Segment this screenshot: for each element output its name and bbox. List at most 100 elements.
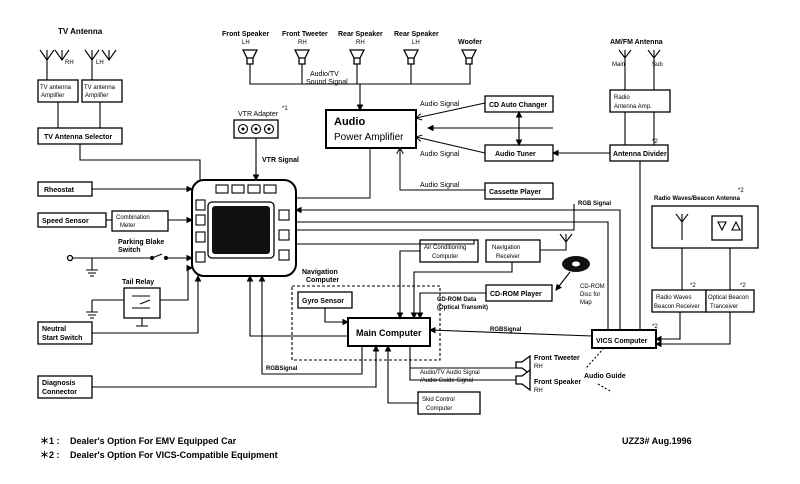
radio-antenna-amp (609, 89, 671, 113)
vtr-mark: *1 (282, 106, 288, 112)
tv-antenna-lh-label: LH (96, 60, 104, 66)
radio-receiver-mark: *2 (690, 283, 696, 289)
audio-signal-label-1: Audio Signal (420, 101, 460, 108)
footnote-2: Dealer's Option For VICS-Compatible Equi… (70, 450, 278, 460)
display-unit (191, 179, 297, 277)
cassette-label: Cassette Player (489, 189, 541, 196)
cd-rom-disc-line1: CD-ROM (580, 284, 605, 290)
front-speaker-side: LH (242, 40, 250, 46)
navigation-receiver (485, 239, 541, 263)
cd-rom-player-label: CD-ROM Player (490, 291, 542, 298)
front-speaker-2-label: Front Speaker (534, 379, 581, 386)
gyro-label: Gyro Sensor (302, 298, 344, 305)
cassette-player (484, 182, 554, 200)
footnote-1-mark: ＊1 : (40, 436, 60, 446)
sound-signal-line1: Audio/TV (310, 71, 339, 78)
combination-meter (111, 210, 169, 232)
diagnosis-line2: Connector (42, 389, 77, 396)
front-tweeter-2-side: RH (534, 364, 543, 370)
beacon-antenna-label: Radio Waves/Beacon Antenna (654, 196, 741, 202)
tv-amp-right-line2: Amplifier (85, 93, 108, 99)
radio-amp-line2: Antenna Amp. (614, 104, 652, 110)
cd-changer-label: CD Auto Changer (489, 102, 547, 109)
radio-receiver-line2: Beacon Receiver (654, 304, 700, 310)
front-speaker-label: Front Speaker (222, 31, 269, 38)
optical-mark: *2 (740, 283, 746, 289)
audio-power-amplifier (325, 109, 417, 149)
nav-computer-line1: Navigation (302, 269, 338, 276)
front-tweeter-label: Front Tweeter (282, 31, 328, 38)
front-tweeter-2-label: Front Tweeter (534, 355, 580, 362)
speaker-labels: Front Speaker LH Front Tweeter RH Rear S… (222, 31, 482, 46)
tv-antenna-icons (39, 49, 117, 80)
audio-guide-label: Audio Guide (584, 373, 626, 380)
vtr-signal-label: VTR Signal (262, 157, 299, 164)
parking-brake-line1: Parking Blake (118, 239, 164, 246)
nav-computer-line2: Computer (306, 277, 339, 284)
rear-speaker-lh-side: LH (412, 40, 420, 46)
footnote-1: Dealer's Option For EMV Equipped Car (70, 436, 237, 446)
speed-sensor-label: Speed Sensor (42, 218, 89, 225)
front-speaker-icon (515, 368, 531, 392)
rgb-signal-label-2: RGBSignal (490, 327, 522, 333)
guide-signal-line2: /Audio Guide Signal (420, 378, 473, 384)
optical-line1: Optical Beacon (708, 295, 749, 301)
vics-mark: *2 (652, 324, 658, 330)
optical-line2: Tranceiver (710, 304, 738, 310)
speaker-icons (241, 49, 478, 65)
antenna-divider-label: Antenna Divider (613, 151, 667, 158)
rear-speaker-rh-label: Rear Speaker (338, 31, 383, 38)
audio-tuner-label: Audio Tuner (495, 151, 536, 158)
nav-receiver-line1: Navigation (492, 245, 520, 251)
front-tweeter-side: RH (298, 40, 307, 46)
radio-receiver-line1: Radio Waves (656, 295, 691, 301)
woofer-label: Woofer (458, 39, 482, 46)
nav-receiver-line2: Receiver (496, 254, 520, 260)
radio-amp-line1: Radio (614, 95, 630, 101)
beacon-mark: *2 (738, 188, 744, 194)
main-computer-label: Main Computer (356, 328, 422, 338)
rgb-signal-label-1: RGB Signal (578, 201, 611, 207)
tv-amplifier-right (81, 79, 123, 103)
neutral-line1: Neutral (42, 326, 66, 333)
neutral-line2: Start Switch (42, 335, 82, 342)
footnote-2-mark: ＊2 : (40, 450, 60, 460)
cd-rom-data-line2: (Optical Transmit) (437, 305, 488, 311)
audio-signal-label-2: Audio Signal (420, 151, 460, 158)
antenna-main-label: Main (612, 62, 625, 68)
model-code: UZZ3# Aug.1996 (622, 436, 692, 446)
beacon-antenna-group (651, 205, 759, 249)
tv-antenna-selector-label: TV Antenna Selector (44, 134, 112, 141)
rear-speaker-rh-side: RH (356, 40, 365, 46)
audio-signal-label-3: Audio Signal (420, 182, 460, 189)
cd-rom-disc-line3: Map (580, 300, 592, 306)
vics-label: VICS Computer (596, 338, 648, 345)
cd-rom-disc-line2: Disc for (580, 292, 600, 298)
tv-antenna-rh-label: RH (65, 60, 74, 66)
rgb-signal-label-3: RGBSignal (266, 366, 298, 372)
tv-antenna-title: TV Antenna (58, 27, 103, 36)
rheostat-label: Rheostat (44, 187, 75, 194)
vtr-adapter-label: VTR Adapter (238, 111, 279, 118)
audio-amp-line1: Audio (334, 116, 365, 128)
parking-brake-line2: Switch (118, 247, 141, 254)
front-speaker-2-side: RH (534, 388, 543, 394)
air-con-line1: Air Conditioning (424, 245, 466, 251)
diagnosis-line1: Diagnosis (42, 380, 76, 387)
combination-meter-line1: Combination (116, 215, 150, 221)
tv-amp-right-line1: TV antenna (84, 85, 116, 91)
sound-signal-line2: Sound Signal (306, 79, 348, 86)
antenna-sub-label: Sub (652, 62, 663, 68)
audio-amp-line2: Power Amplifier (334, 132, 404, 143)
skid-line1: Skid Control (422, 397, 455, 403)
tv-amp-left-line2: Amplifier (41, 93, 64, 99)
navigation-computer-group (291, 285, 441, 361)
antenna-divider-mark: *2 (652, 139, 658, 145)
tail-relay-label: Tail Relay (122, 279, 154, 286)
combination-meter-line2: Meter (120, 223, 135, 229)
tv-amp-left-line1: TV antenna (40, 85, 72, 91)
cd-rom-data-line1: CD-ROM Data (437, 297, 477, 303)
guide-signal-line1: Audio/TV Audio Signal (420, 370, 480, 376)
am-fm-antenna-label: AM/FM Antenna (610, 39, 663, 46)
